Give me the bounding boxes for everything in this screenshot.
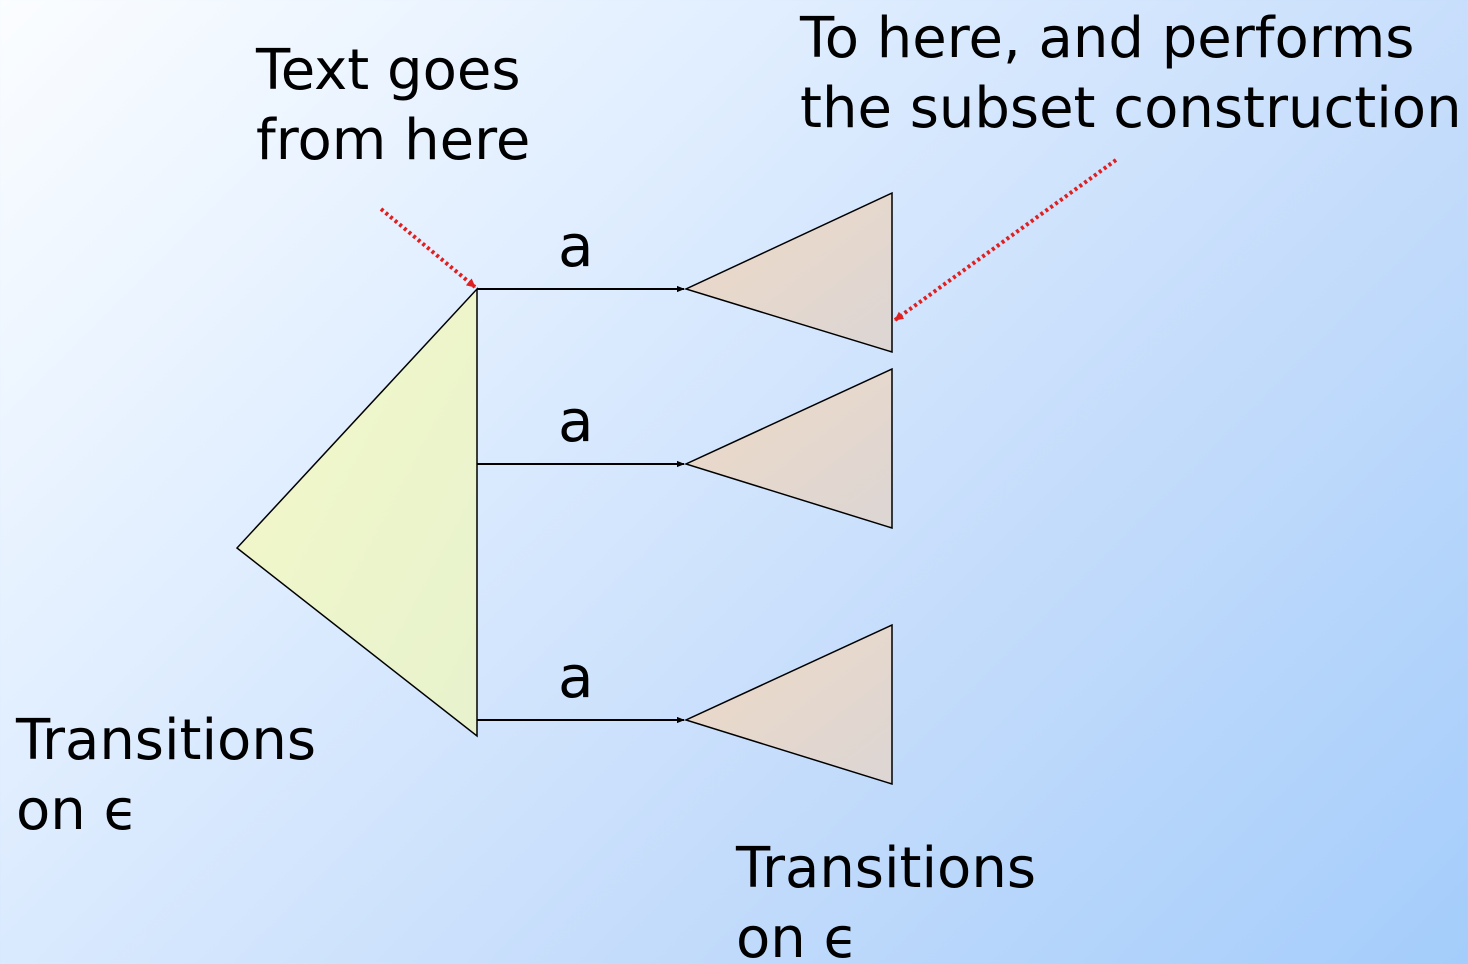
left-epsilon-note: Transitions on ϵ bbox=[16, 706, 316, 846]
target-annotation-line-1: To here, and performs bbox=[800, 6, 1415, 71]
target-epsilon-closure-triangle-2 bbox=[683, 367, 893, 530]
source-annotation: Text goes from here bbox=[256, 36, 530, 176]
target-annotation-line-2: the subset construction bbox=[800, 76, 1462, 141]
bottom-epsilon-note: Transitions on ϵ bbox=[736, 834, 1036, 964]
left-epsilon-note-line-1: Transitions bbox=[16, 708, 316, 773]
bottom-epsilon-note-line-1: Transitions bbox=[736, 836, 1036, 901]
bottom-epsilon-note-line-2: on ϵ bbox=[736, 906, 859, 964]
source-epsilon-closure-triangle bbox=[235, 287, 478, 738]
target-annotation: To here, and performs the subset constru… bbox=[800, 4, 1462, 144]
source-annotation-line-1: Text goes bbox=[256, 38, 521, 103]
edge-label-a-3: a bbox=[558, 643, 594, 711]
target-pointer-arrow bbox=[893, 158, 1118, 322]
left-epsilon-note-line-2: on ϵ bbox=[16, 778, 139, 843]
source-pointer-arrow bbox=[379, 207, 477, 289]
target-epsilon-closure-triangle-3 bbox=[683, 623, 893, 786]
target-epsilon-closure-triangle-1 bbox=[683, 191, 893, 354]
source-annotation-line-2: from here bbox=[256, 108, 531, 173]
edge-label-a-1: a bbox=[558, 212, 594, 280]
edge-label-a-2: a bbox=[558, 387, 594, 455]
